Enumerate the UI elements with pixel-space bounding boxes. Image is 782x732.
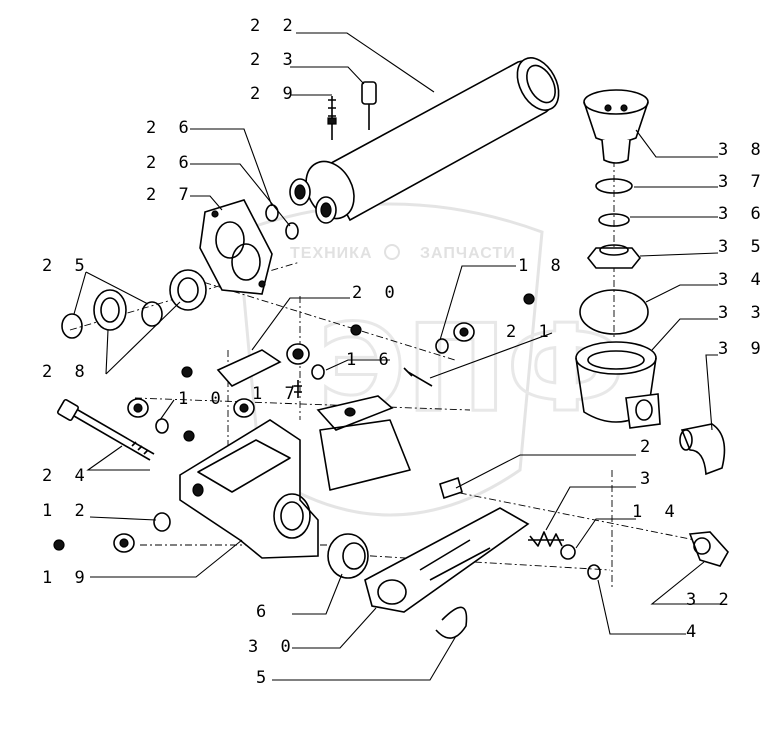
callout-21: 2 1 <box>506 322 555 342</box>
dot-18 <box>523 293 535 305</box>
part-23-bolt <box>361 81 377 130</box>
callout-29: 2 9 <box>250 84 299 104</box>
part-25-oring-a <box>61 313 83 339</box>
part-18-plug <box>453 322 475 342</box>
part-34-large-oring <box>579 289 649 335</box>
callout-25: 2 5 <box>42 256 91 276</box>
callout-26a: 2 6 <box>146 118 195 138</box>
callout-36: 3 6 <box>718 204 767 224</box>
part-26-oring-b <box>285 222 299 240</box>
callout-27: 2 7 <box>146 185 195 205</box>
callout-24: 2 4 <box>42 466 91 486</box>
callout-23: 2 3 <box>250 50 299 70</box>
part-35-nut <box>586 244 642 269</box>
part-37-oring <box>595 178 633 194</box>
part-22-tube <box>289 57 560 224</box>
callout-2: 2 <box>640 437 656 457</box>
part-29-stud <box>327 96 337 140</box>
part-28-sleeve-b <box>169 269 207 311</box>
part-16-oring <box>311 364 325 380</box>
callout-34: 3 4 <box>718 270 767 290</box>
part-26-oring-a <box>265 204 279 222</box>
callout-18: 1 8 <box>518 256 567 276</box>
callout-10: 1 0 <box>178 389 227 409</box>
callout-19: 1 9 <box>42 568 91 588</box>
part-4-snap-ring <box>587 564 601 580</box>
callout-17: 1 7 <box>252 384 301 404</box>
callout-6: 6 <box>256 602 272 622</box>
part-24-long-bolt <box>57 399 155 461</box>
part-36-oring <box>598 213 630 227</box>
part-21-screw <box>403 367 433 387</box>
part-5-circlip <box>435 606 468 639</box>
dot-20 <box>350 324 362 336</box>
part-14-washer <box>560 544 576 560</box>
part-38-cap <box>583 89 649 164</box>
callout-28: 2 8 <box>42 362 91 382</box>
callout-12: 1 2 <box>42 501 91 521</box>
callout-14: 1 4 <box>632 502 681 522</box>
part-33-bowl <box>575 341 661 429</box>
leader-lines <box>73 32 720 681</box>
callout-38: 3 8 <box>718 140 767 160</box>
part-39-elbow <box>679 423 726 476</box>
part-19-housing <box>179 395 411 559</box>
part-32-adapter <box>688 531 729 567</box>
watermark-right-text: ЗАПЧАСТИ <box>420 245 516 262</box>
callout-3: 3 <box>640 469 656 489</box>
callout-30: 3 0 <box>248 637 297 657</box>
part-18-oring <box>435 338 449 354</box>
part-25-oring-b <box>141 301 163 327</box>
callout-35: 3 5 <box>718 237 767 257</box>
callout-16: 1 6 <box>346 350 395 370</box>
part-28-sleeve-a <box>93 289 127 331</box>
part-12-oring <box>153 512 171 532</box>
callout-33: 3 3 <box>718 303 767 323</box>
callout-4: 4 <box>686 622 702 642</box>
callout-37: 3 7 <box>718 172 767 192</box>
part-6-bush <box>327 533 369 579</box>
callout-39: 3 9 <box>718 339 767 359</box>
callout-labels: 2 2 2 3 2 9 2 6 2 6 2 7 2 5 2 8 1 8 2 0 … <box>42 16 767 688</box>
part-3-spring <box>528 531 564 547</box>
watermark-left-text: ТЕХНИКА <box>290 245 373 262</box>
part-2-pin <box>439 476 463 500</box>
part-19-plug <box>113 533 135 553</box>
watermark-gear-icon <box>384 244 400 260</box>
part-20-plate <box>216 349 282 387</box>
callout-22: 2 2 <box>250 16 299 36</box>
part-16-plug <box>286 343 310 365</box>
part-10-plug <box>127 398 149 418</box>
part-30-gasket <box>364 507 530 613</box>
dot-19 <box>53 539 65 551</box>
part-10-oring <box>155 418 169 434</box>
part-27-flange <box>199 199 273 295</box>
part-10-plug-b <box>233 398 255 418</box>
callout-20: 2 0 <box>352 283 401 303</box>
callout-5: 5 <box>256 668 272 688</box>
dot-10a <box>181 366 193 378</box>
reference-dots <box>53 293 535 551</box>
callout-32: 3 2 <box>686 590 735 610</box>
dot-10b <box>183 430 195 442</box>
callout-26b: 2 6 <box>146 153 195 173</box>
